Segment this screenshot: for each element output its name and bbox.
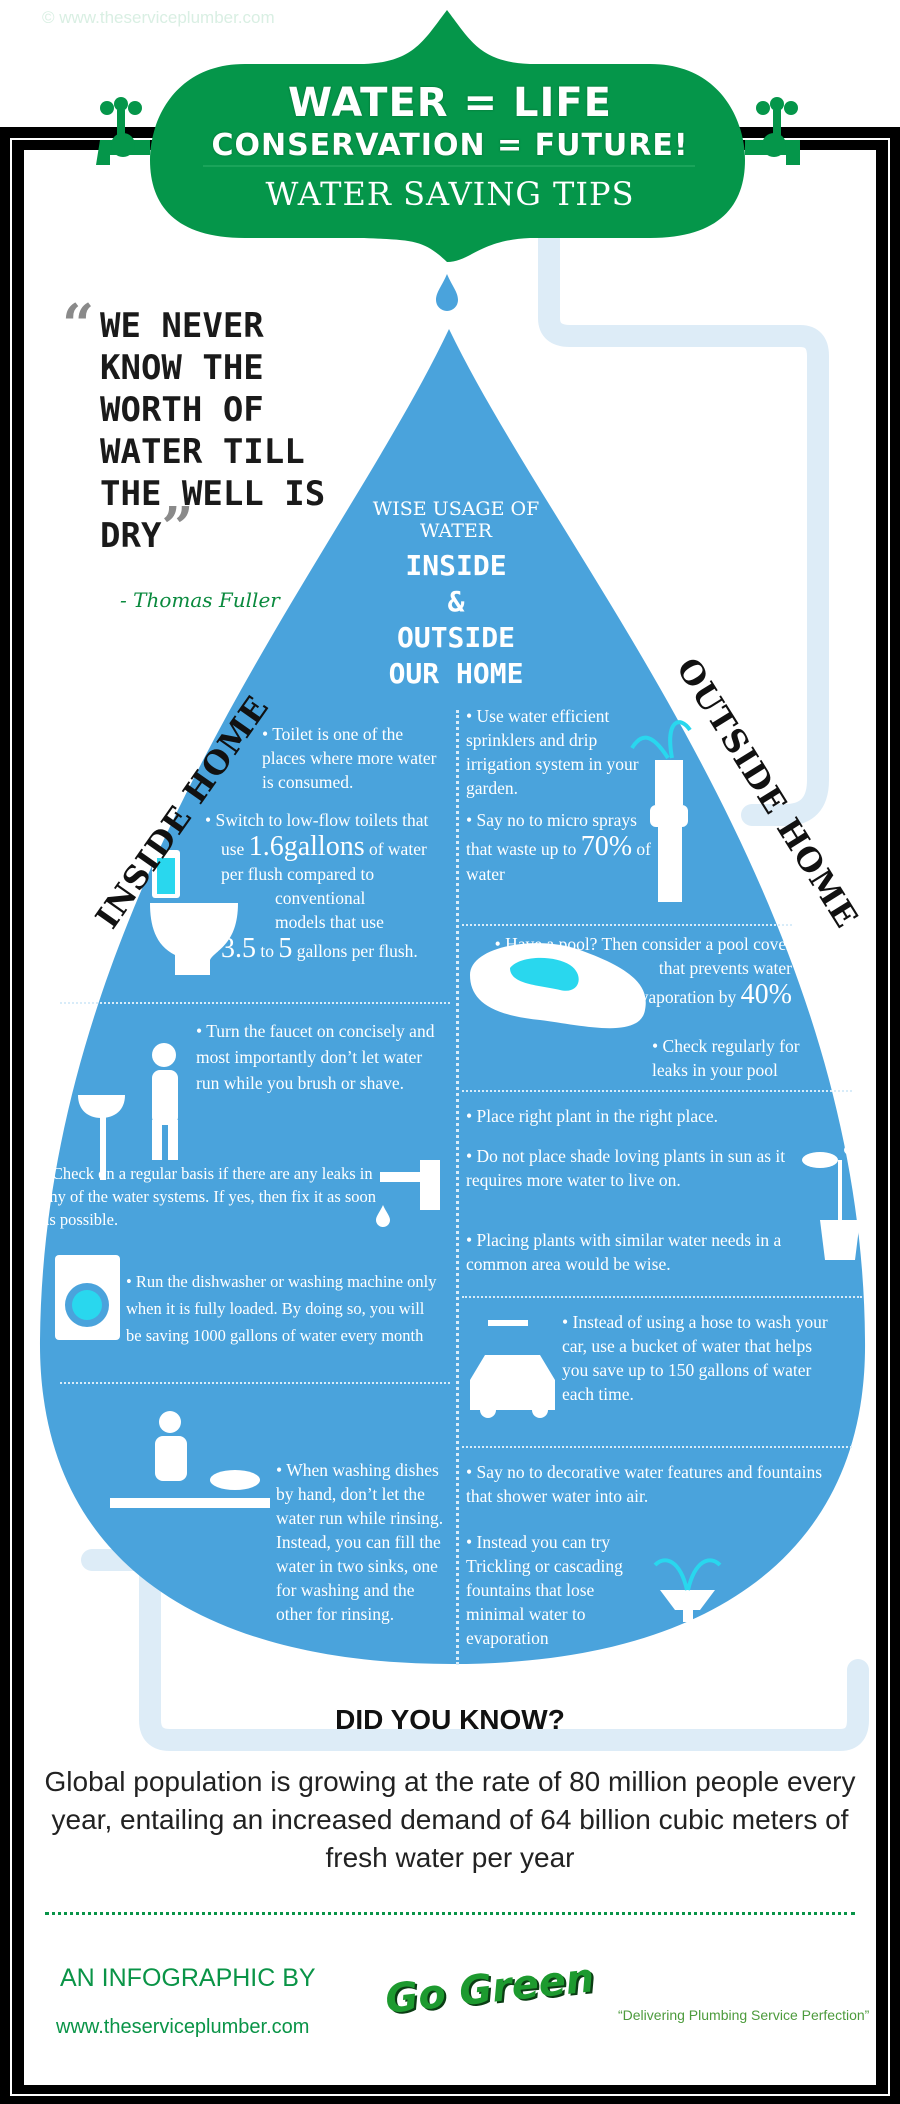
tip-outside-5: • Place right plant in the right place. (466, 1106, 719, 1126)
header-line1: WATER = LIFE (288, 80, 612, 126)
center-line3: INSIDE (405, 549, 507, 582)
highlight-number: 40% (740, 979, 792, 1010)
badge (150, 10, 745, 262)
did-you-know-title: DID YOU KNOW? (335, 1704, 565, 1735)
open-quote: “ (62, 292, 95, 358)
fountain-icon (653, 1558, 722, 1622)
tip-text: Toilet is one of the places where more w… (262, 724, 437, 792)
tip-inside-2: • Switch to low-flow toilets that use 1.… (205, 808, 455, 964)
tip-outside-6: • Do not place shade loving plants in su… (466, 1146, 786, 1190)
icons (55, 720, 876, 1622)
highlight-number: 5 (278, 933, 293, 964)
divider (462, 1446, 852, 1448)
tip-text: models that use (275, 912, 384, 932)
header-line2: CONSERVATION = FUTURE! (211, 128, 689, 163)
tip-text: Placing plants with similar water needs … (466, 1230, 782, 1274)
washing-machine-icon (55, 1255, 120, 1340)
divider (60, 1382, 450, 1384)
tip-text: to (260, 941, 274, 961)
tip-text: of water (466, 839, 651, 884)
tap-leak-icon (376, 1160, 440, 1227)
tip-outside-8: • Instead of using a hose to wash your c… (562, 1312, 828, 1404)
tip-text: When washing dishes by hand, don’t let t… (276, 1460, 444, 1624)
divider (462, 924, 792, 926)
dishwashing-icon (110, 1411, 270, 1508)
pool-icon (470, 943, 646, 1029)
header-subtitle: WATER SAVING TIPS (265, 175, 635, 213)
infographic-by: AN INFOGRAPHIC BY (60, 1964, 316, 1992)
tip-text: Say no to micro sprays that waste up (466, 810, 637, 859)
tip-text: Instead of using a hose to wash your car… (562, 1312, 828, 1404)
tip-text: Say no to decorative water features and … (466, 1462, 823, 1506)
tip-inside-5: • Run the dishwasher or washing machine … (126, 1272, 437, 1345)
column-divider (456, 710, 459, 1665)
quote: “WE NEVER KNOW THE WORTH OF WATER TILL T… (62, 297, 365, 557)
tip-text: Have a pool? Then consider a pool cover … (505, 934, 792, 978)
divider (462, 1296, 862, 1298)
car-wash-icon (470, 1320, 555, 1418)
quote-author: - Thomas Fuller (120, 588, 280, 612)
footer-url[interactable]: www.theserviceplumber.com (56, 2016, 310, 2038)
tip-text: conventional (275, 888, 366, 908)
toilet-icon (150, 850, 238, 975)
did-you-know-text: Global population is growing at the rate… (44, 1766, 856, 1873)
sprinkler-icon (630, 720, 692, 902)
divider (462, 1090, 852, 1092)
tip-text: Check regularly for leaks in your pool (652, 1036, 800, 1080)
tip-text: gallons per flush. (296, 941, 418, 961)
close-quote: ” (161, 495, 194, 561)
tip-inside-6: • When washing dishes by hand, don’t let… (276, 1460, 444, 1624)
tip-outside-10: • Instead you can try Trickling or casca… (466, 1532, 623, 1648)
tip-outside-1: • Use water efficient sprinklers and dri… (466, 706, 639, 798)
highlight-number: 3.5 (221, 933, 256, 964)
tip-text: Use water efficient sprinklers and drip … (466, 706, 639, 798)
tip-text: Place right plant in the right place. (476, 1106, 719, 1126)
center-line2: WATER (419, 520, 493, 542)
tip-text: Instead you can try Trickling or cascadi… (466, 1532, 623, 1648)
footer-divider (45, 1912, 855, 1915)
sink-person-icon (78, 1043, 178, 1180)
tip-outside-9: • Say no to decorative water features an… (466, 1462, 823, 1506)
plant-icon (802, 1142, 876, 1260)
tip-text: Do not place shade loving plants in sun … (466, 1146, 786, 1190)
tip-text: of water (368, 839, 427, 859)
tip-outside-3: • Have a pool? Then consider a pool cove… (494, 934, 792, 1010)
tip-outside-2: • Say no to micro sprays that waste up t… (466, 810, 651, 884)
center-line1: WISE USAGE OF (372, 498, 540, 520)
tip-inside-3: • Turn the faucet on concisely and most … (196, 1021, 435, 1093)
small-drop-icon (436, 274, 458, 311)
center-line4: & (447, 585, 465, 618)
tip-text: per flush compared to (221, 864, 375, 884)
center-line5: OUTSIDE (396, 621, 515, 654)
tip-text: Check on a regular basis if there are an… (42, 1164, 377, 1229)
highlight-number: 1.6gallons (248, 831, 365, 862)
tip-outside-4: • Check regularly for leaks in your pool (652, 1036, 800, 1080)
tip-text: evaporation by (631, 987, 737, 1007)
quote-text: WE NEVER KNOW THE WORTH OF WATER TILL TH… (100, 306, 326, 556)
faucet-left-icon (96, 97, 150, 165)
tip-text: use (221, 839, 245, 859)
tip-inside-4: • Check on a regular basis if there are … (42, 1164, 377, 1229)
drop (39, 274, 866, 1664)
tip-inside-1: • Toilet is one of the places where more… (262, 724, 437, 792)
tip-text: Turn the faucet on concisely and most im… (196, 1021, 435, 1093)
watermark: © www.theserviceplumber.com (42, 8, 275, 27)
pipes (81, 224, 869, 1751)
highlight-number: 70% (580, 831, 633, 862)
tip-text: Switch to low-flow toilets that (215, 810, 429, 830)
faucet-right-icon (745, 97, 800, 165)
center-line6: OUR HOME (388, 657, 524, 690)
tip-text: to (562, 839, 577, 859)
tip-outside-7: • Placing plants with similar water need… (466, 1230, 782, 1274)
tip-text: Run the dishwasher or washing machine on… (126, 1272, 437, 1345)
tagline: “Delivering Plumbing Service Perfection” (618, 2007, 870, 2023)
divider (60, 1002, 450, 1004)
